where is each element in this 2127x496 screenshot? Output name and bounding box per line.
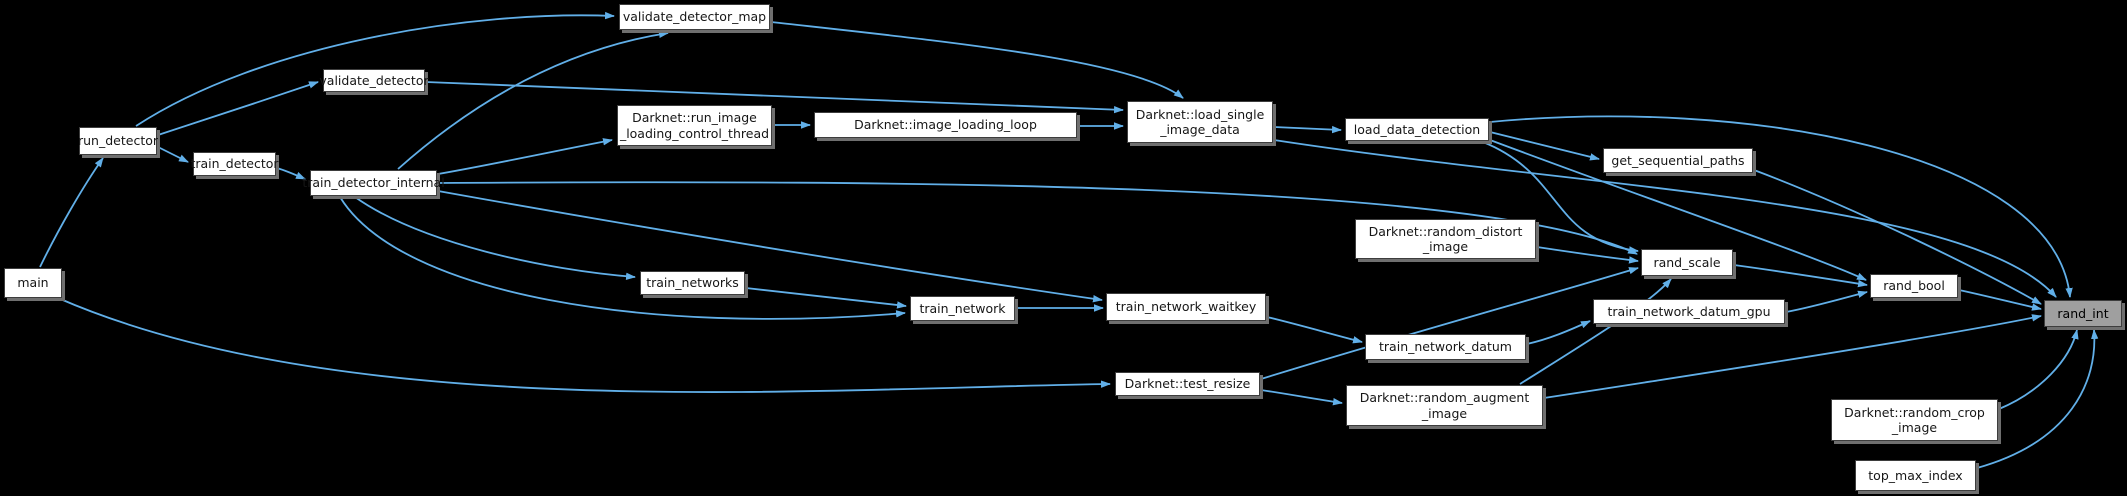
node-validate-detector[interactable]: validate_detector [319, 69, 429, 92]
node-run-image-loading-control-thread[interactable]: Darknet::run_image _loading_control_thre… [617, 105, 772, 146]
node-test-resize[interactable]: Darknet::test_resize [1115, 372, 1260, 396]
node-image-loading-loop[interactable]: Darknet::image_loading_loop [814, 112, 1077, 138]
node-train-network-datum[interactable]: train_network_datum [1365, 334, 1526, 360]
node-load-data-detection[interactable]: load_data_detection [1345, 118, 1489, 141]
node-train-network[interactable]: train_network [910, 296, 1015, 321]
node-random-crop-image[interactable]: Darknet::random_crop _image [1831, 399, 1998, 441]
node-validate-detector-map[interactable]: validate_detector_map [619, 4, 770, 30]
node-top-max-index[interactable]: top_max_index [1855, 460, 1976, 491]
node-rand-scale[interactable]: rand_scale [1641, 249, 1733, 276]
node-train-detector-internal[interactable]: train_detector_internal [302, 170, 445, 196]
node-rand-bool[interactable]: rand_bool [1870, 274, 1958, 298]
node-train-network-datum-gpu[interactable]: train_network_datum_gpu [1593, 299, 1785, 324]
node-random-distort-image[interactable]: Darknet::random_distort _image [1355, 219, 1536, 259]
node-train-network-waitkey[interactable]: train_network_waitkey [1106, 293, 1266, 321]
node-get-sequential-paths[interactable]: get_sequential_paths [1603, 148, 1753, 173]
node-main[interactable]: main [4, 268, 62, 298]
node-random-augment-image[interactable]: Darknet::random_augment _image [1346, 385, 1543, 426]
node-train-networks[interactable]: train_networks [640, 271, 745, 295]
node-load-single-image-data[interactable]: Darknet::load_single _image_data [1127, 101, 1273, 143]
node-run-detector[interactable]: run_detector [78, 127, 158, 155]
node-rand-int: rand_int [2044, 300, 2122, 327]
node-train-detector[interactable]: train_detector [190, 152, 279, 176]
